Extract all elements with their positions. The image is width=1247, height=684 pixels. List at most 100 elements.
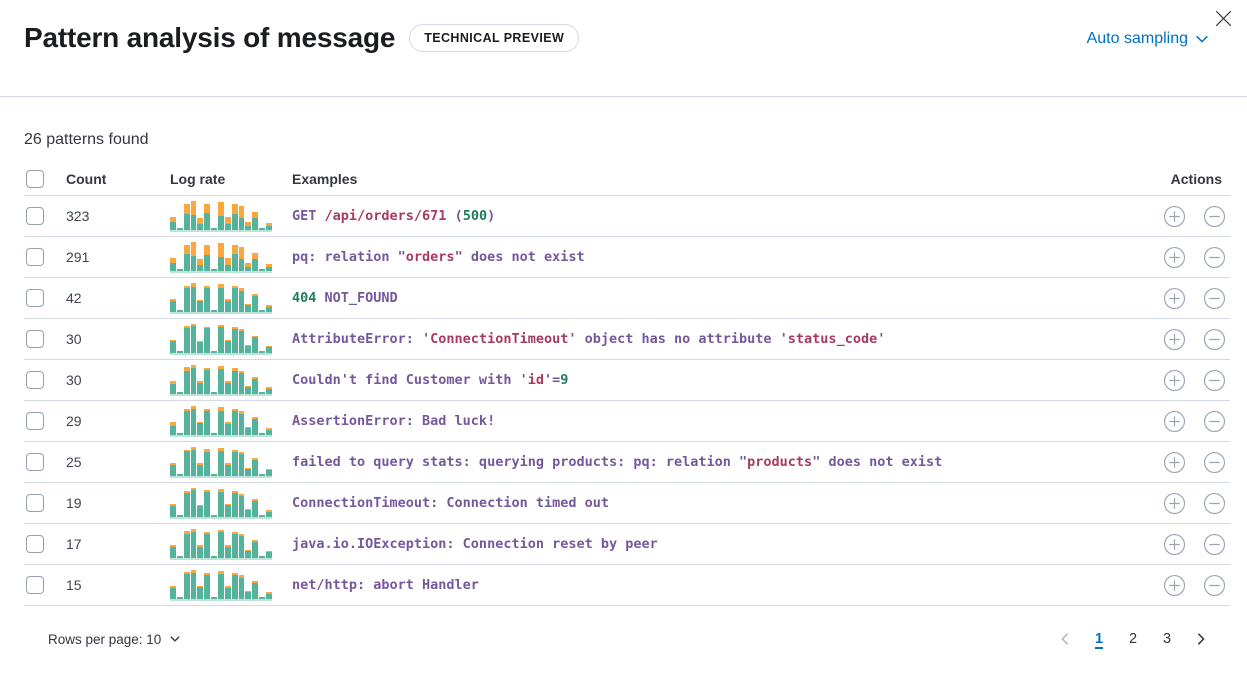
example-token: Couldn't find Customer with ' xyxy=(292,372,528,388)
example-token: java.io.IOException: Connection reset by… xyxy=(292,536,658,552)
filter-in-icon[interactable] xyxy=(1163,246,1186,269)
filter-in-icon[interactable] xyxy=(1163,205,1186,228)
example-token: ConnectionTimeout: Connection timed out xyxy=(292,495,609,511)
row-checkbox[interactable] xyxy=(26,412,44,430)
chart-bar xyxy=(204,490,211,517)
chart-bar xyxy=(252,417,259,435)
chart-bar xyxy=(259,556,266,558)
page-number-3[interactable]: 3 xyxy=(1155,626,1179,652)
row-checkbox[interactable] xyxy=(26,371,44,389)
row-checkbox[interactable] xyxy=(26,494,44,512)
chart-bar xyxy=(245,263,252,271)
row-checkbox[interactable] xyxy=(26,207,44,225)
table-row: 30 AttributeError: 'ConnectionTimeout' o… xyxy=(24,319,1230,360)
example-token: /api/orders/671 xyxy=(324,208,447,224)
chart-bar xyxy=(190,201,197,230)
chart-bar xyxy=(176,474,183,476)
chart-bar xyxy=(170,299,176,312)
table-header-row: Count Log rate Examples Actions xyxy=(24,163,1230,196)
rows-per-page-button[interactable]: Rows per page: 10 xyxy=(48,632,181,647)
chart-bar xyxy=(197,218,204,230)
filter-in-icon[interactable] xyxy=(1163,287,1186,310)
filter-in-icon[interactable] xyxy=(1163,451,1186,474)
filter-in-icon[interactable] xyxy=(1163,410,1186,433)
filter-out-icon[interactable] xyxy=(1203,410,1226,433)
filter-out-icon[interactable] xyxy=(1203,533,1226,556)
row-log-rate-cell xyxy=(170,282,292,314)
chart-bar xyxy=(252,294,259,312)
chart-bar xyxy=(204,449,211,476)
chart-bar xyxy=(218,325,224,353)
filter-in-icon[interactable] xyxy=(1163,328,1186,351)
row-checkbox[interactable] xyxy=(26,248,44,266)
chart-bar xyxy=(211,556,218,558)
filter-out-icon[interactable] xyxy=(1203,574,1226,597)
auto-sampling-dropdown[interactable]: Auto sampling xyxy=(1087,30,1209,48)
chart-bar xyxy=(224,258,231,271)
example-token: ' object has no attribute ' xyxy=(568,331,788,347)
select-all-cell xyxy=(24,170,66,188)
chevron-down-icon xyxy=(169,633,181,645)
chart-bar xyxy=(231,491,238,517)
filter-out-icon[interactable] xyxy=(1203,369,1226,392)
filter-out-icon[interactable] xyxy=(1203,246,1226,269)
page-number-1[interactable]: 1 xyxy=(1087,626,1111,652)
chart-bar xyxy=(183,245,190,271)
chart-bar xyxy=(176,515,183,517)
chart-bar xyxy=(238,494,245,517)
row-checkbox[interactable] xyxy=(26,453,44,471)
filter-out-icon[interactable] xyxy=(1203,328,1226,351)
chart-bar xyxy=(204,532,211,558)
row-example: 404 NOT_FOUND xyxy=(292,290,1134,306)
chart-bar xyxy=(176,351,183,353)
previous-page-icon[interactable] xyxy=(1053,626,1077,652)
row-count: 323 xyxy=(66,208,90,224)
filter-in-icon[interactable] xyxy=(1163,533,1186,556)
filter-out-icon[interactable] xyxy=(1203,451,1226,474)
filter-in-icon[interactable] xyxy=(1163,574,1186,597)
flyout-body: 26 patterns found Count Log rate Example… xyxy=(0,97,1247,652)
chart-bar xyxy=(190,488,197,517)
row-checkbox[interactable] xyxy=(26,576,44,594)
chart-bar xyxy=(231,204,238,230)
filter-in-icon[interactable] xyxy=(1163,369,1186,392)
select-all-checkbox[interactable] xyxy=(26,170,44,188)
row-checkbox[interactable] xyxy=(26,330,44,348)
row-example: Couldn't find Customer with 'id'=9 xyxy=(292,372,1134,388)
chart-bar xyxy=(211,269,218,271)
chart-bar xyxy=(224,422,231,435)
row-example: failed to query stats: querying products… xyxy=(292,454,1134,470)
column-header-log-rate: Log rate xyxy=(170,171,226,187)
chart-bar xyxy=(231,327,238,353)
close-icon[interactable] xyxy=(1209,4,1237,32)
chart-bar xyxy=(238,534,245,558)
row-checkbox[interactable] xyxy=(26,289,44,307)
page-number-2[interactable]: 2 xyxy=(1121,626,1145,652)
chart-bar xyxy=(252,540,259,558)
chart-bar xyxy=(252,336,259,353)
row-example: java.io.IOException: Connection reset by… xyxy=(292,536,1134,552)
log-rate-chart xyxy=(170,446,272,478)
chart-bar xyxy=(176,556,183,558)
filter-out-icon[interactable] xyxy=(1203,492,1226,515)
filter-out-icon[interactable] xyxy=(1203,205,1226,228)
row-select-cell xyxy=(24,453,66,471)
example-token: 500 xyxy=(462,208,488,224)
row-actions xyxy=(1134,328,1230,351)
chart-bar xyxy=(218,448,224,476)
chart-bar xyxy=(259,310,266,312)
row-count: 19 xyxy=(66,495,82,511)
chart-bar xyxy=(245,345,252,353)
row-log-rate-cell xyxy=(170,446,292,478)
chart-bar xyxy=(190,570,197,599)
log-rate-chart xyxy=(170,569,272,601)
row-actions xyxy=(1134,574,1230,597)
filter-out-icon[interactable] xyxy=(1203,287,1226,310)
chart-bar xyxy=(204,245,211,271)
chart-bar xyxy=(190,324,197,353)
filter-in-icon[interactable] xyxy=(1163,492,1186,515)
row-checkbox[interactable] xyxy=(26,535,44,553)
chart-bar xyxy=(204,573,211,599)
chart-bar xyxy=(197,505,204,517)
next-page-icon[interactable] xyxy=(1189,626,1213,652)
